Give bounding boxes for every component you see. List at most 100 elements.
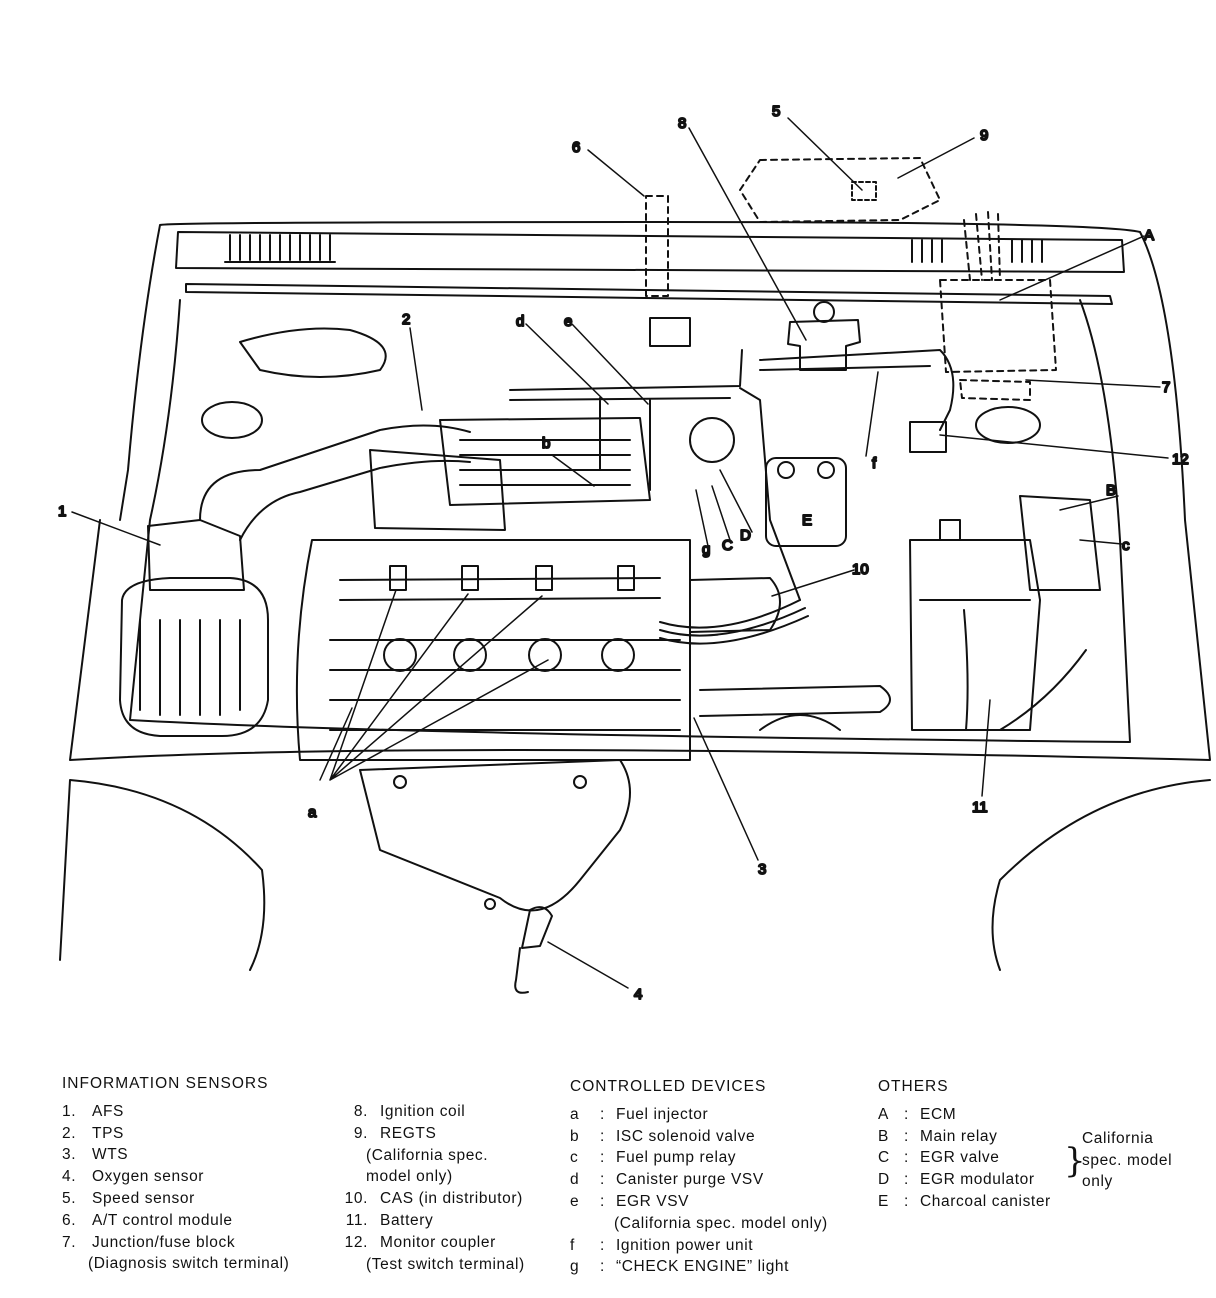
legend-item: 5.Speed sensor — [62, 1189, 195, 1207]
callout-6: 6 — [572, 139, 580, 156]
spark-plug-boot-4 — [601, 638, 635, 672]
legend-item: E:Charcoal canister — [878, 1192, 1051, 1210]
hood-outline — [69, 221, 1211, 761]
callout-2: 2 — [402, 311, 410, 328]
callout-d: d — [516, 313, 524, 330]
callout-9: 9 — [980, 127, 988, 144]
legend-item-note: (Test switch terminal) — [366, 1255, 525, 1273]
strut-tower-left — [201, 401, 263, 439]
cowl-strip — [185, 283, 1113, 305]
radiator-hose — [699, 685, 891, 731]
battery — [909, 539, 1041, 731]
wire-harness — [759, 349, 955, 431]
callout-f: f — [872, 455, 877, 472]
afs-sensor — [147, 519, 245, 591]
ecm — [939, 211, 1057, 401]
strut-tower-right — [975, 406, 1041, 444]
legend-item: C:EGR valve — [878, 1149, 1000, 1167]
purge-vsv-body — [649, 317, 691, 347]
callout-e: e — [564, 313, 572, 330]
fender-left — [59, 779, 266, 971]
callout-c: c — [1122, 537, 1130, 554]
instrument-cluster — [739, 157, 941, 223]
injector-4 — [617, 565, 635, 591]
legend-item: A:ECM — [878, 1105, 957, 1123]
legend-item-note: model only) — [366, 1168, 453, 1186]
callout-5: 5 — [772, 103, 780, 120]
legend-heading-others: OTHERS — [878, 1078, 949, 1095]
callout-12: 12 — [1172, 451, 1189, 468]
leader-lines — [71, 117, 1169, 989]
legend-item: D:EGR modulator — [878, 1171, 1035, 1189]
washer-tank — [239, 327, 387, 378]
california-brace: } — [1064, 1141, 1086, 1181]
callout-3: 3 — [758, 861, 766, 878]
spark-plug-boot-2 — [453, 638, 487, 672]
legend-information-sensors-continued: 8.Ignition coil 9.REGTS (California spec… — [334, 1101, 525, 1275]
legend-item: g:“CHECK ENGINE” light — [570, 1258, 790, 1276]
legend-item-note: (California spec. — [366, 1146, 489, 1164]
engine-compartment-diagram: 1 2 3 4 5 6 7 8 9 10 11 12 A B C D E a b… — [57, 102, 1211, 1004]
charcoal-canister — [765, 457, 847, 547]
callout-7: 7 — [1162, 379, 1170, 396]
oxygen-sensor — [514, 906, 553, 994]
legend-item: e:EGR VSV — [570, 1192, 690, 1210]
legend-item: b:ISC solenoid valve — [570, 1127, 756, 1145]
callout-8: 8 — [678, 115, 686, 132]
legend-item: 12.Monitor coupler — [344, 1233, 496, 1251]
callout-11: 11 — [972, 799, 988, 816]
engine-bay — [129, 299, 1131, 743]
callout-10: 10 — [852, 561, 869, 578]
legend-item: 3.WTS — [62, 1146, 129, 1164]
legend-item: f:Ignition power unit — [570, 1236, 754, 1254]
callout-E: E — [802, 512, 812, 529]
oil-pan — [359, 759, 631, 912]
legend-item: B:Main relay — [878, 1127, 998, 1145]
callout-1: 1 — [58, 503, 66, 520]
spark-plug-boot-3 — [528, 638, 562, 672]
egr-valve — [689, 417, 735, 463]
legend-item: c:Fuel pump relay — [570, 1149, 737, 1167]
throttle-body — [369, 449, 506, 531]
injector-3 — [535, 565, 553, 591]
legend-item-note: (Diagnosis switch terminal) — [88, 1255, 290, 1273]
legend-item: 10.CAS (in distributor) — [344, 1190, 523, 1208]
legend-item: 8.Ignition coil — [353, 1103, 466, 1120]
legend-item: 1.AFS — [62, 1102, 124, 1120]
legend-controlled-devices: CONTROLLED DEVICES a:Fuel injector b:ISC… — [570, 1076, 828, 1278]
callout-g: g — [702, 541, 710, 558]
injector-1 — [389, 565, 407, 591]
callout-b: b — [542, 435, 550, 452]
callout-D: D — [740, 527, 751, 544]
legend-item: 9.REGTS — [353, 1124, 437, 1142]
legend-item: d:Canister purge VSV — [570, 1171, 764, 1189]
main-relay-box — [1019, 495, 1101, 591]
callout-A: A — [1144, 227, 1154, 244]
ignition-coil — [787, 319, 861, 371]
spark-plug-boot-1 — [383, 638, 417, 672]
intake-duct — [199, 424, 471, 541]
california-spec-note: California spec. model only — [1082, 1130, 1173, 1190]
hoses — [509, 349, 801, 601]
at-control-module — [645, 195, 669, 297]
legend-item: a:Fuel injector — [570, 1105, 709, 1123]
legend-item: 7.Junction/fuse block — [62, 1233, 236, 1251]
engine-block — [295, 539, 691, 761]
fender-right — [991, 779, 1211, 971]
legend-others: OTHERS A:ECM B:Main relay C:EGR valve D:… — [878, 1076, 1051, 1213]
callout-4: 4 — [634, 986, 642, 1003]
legend-item: 4.Oxygen sensor — [62, 1168, 205, 1186]
grille-right — [911, 239, 1043, 263]
callout-a: a — [308, 804, 317, 821]
grille-left — [224, 234, 336, 263]
legend-item: 2.TPS — [62, 1124, 124, 1142]
callout-C: C — [722, 537, 733, 554]
legend-item: 6.A/T control module — [62, 1211, 233, 1229]
legend-item-note: (California spec. model only) — [614, 1214, 828, 1232]
legend-heading-sensors: INFORMATION SENSORS — [62, 1075, 269, 1092]
monitor-coupler — [909, 421, 947, 453]
air-cleaner — [119, 577, 269, 737]
callout-B: B — [1106, 482, 1116, 499]
ground-cable — [963, 609, 1087, 731]
legend-information-sensors: INFORMATION SENSORS 1.AFS 2.TPS 3.WTS 4.… — [62, 1073, 289, 1275]
